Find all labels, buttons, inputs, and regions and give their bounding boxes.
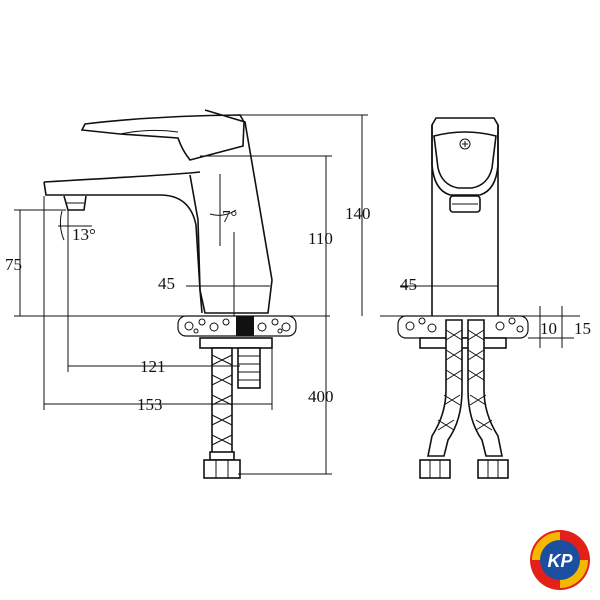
dim-7deg-label: 7°	[222, 207, 237, 226]
side-spout	[43, 181, 203, 314]
side-braided-hose	[203, 347, 241, 479]
kp-logo: KP	[530, 530, 590, 590]
front-mounting-plate	[397, 315, 529, 339]
dim-45-front-label: 45	[400, 275, 417, 294]
side-lever-handle	[80, 114, 245, 161]
dim-121-label: 121	[140, 357, 166, 376]
dim-45-side-label: 45	[158, 274, 175, 293]
side-threaded-shank	[237, 347, 261, 389]
dim-400-label: 400	[308, 387, 334, 406]
dim-75-label: 75	[5, 255, 22, 274]
front-lever-handle	[431, 117, 499, 196]
front-faucet-body	[431, 125, 499, 316]
dim-153-label: 153	[137, 395, 163, 414]
dim-110-label: 110	[308, 229, 333, 248]
side-view	[14, 109, 330, 479]
dim-140-label: 140	[345, 204, 371, 223]
dim-10-label: 10	[540, 319, 557, 338]
dim-13deg-label: 13°	[72, 225, 96, 244]
front-dimensions: 45 10 15	[400, 275, 591, 348]
logo-text: KP	[547, 551, 573, 571]
side-mounting-plate	[177, 315, 297, 337]
side-faucet-body	[189, 109, 273, 314]
side-dimensions: 140 110 75 13° 7° 45 121 153 400	[5, 114, 371, 475]
dim-15-label: 15	[574, 319, 591, 338]
front-view	[380, 117, 580, 479]
front-braided-hoses	[419, 319, 509, 479]
